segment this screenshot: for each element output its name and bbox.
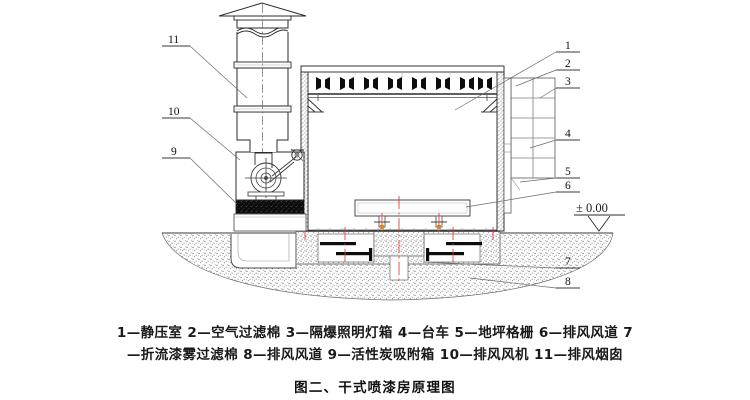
floor-pit-structure bbox=[295, 228, 501, 281]
underground-exhaust-duct bbox=[230, 234, 297, 269]
legend-line-1: 1—静压室 2—空气过滤棉 3—隔爆照明灯箱 4—台车 5—地坪格栅 6—排风风… bbox=[116, 325, 634, 341]
callout-right-5: 5 bbox=[556, 166, 580, 179]
centerlines bbox=[304, 196, 494, 283]
right-callout-labels: 1 2 3 4 5 6 7 bbox=[556, 40, 580, 289]
svg-text:1: 1 bbox=[565, 40, 571, 52]
callout-right-7: 7 bbox=[556, 256, 580, 269]
svg-text:3: 3 bbox=[565, 76, 571, 88]
callout-right-6: 6 bbox=[556, 180, 580, 193]
activated-carbon-box bbox=[233, 199, 307, 232]
callout-left-11: 11 bbox=[162, 34, 190, 47]
figure-title: 图二、干式喷漆房原理图 bbox=[294, 380, 456, 396]
callout-right-1: 1 bbox=[556, 40, 580, 53]
callout-left-9: 9 bbox=[162, 146, 190, 159]
svg-text:6: 6 bbox=[565, 180, 571, 192]
right-callout-leaders bbox=[423, 51, 557, 289]
figure-caption-block: 1—静压室 2—空气过滤棉 3—隔爆照明灯箱 4—台车 5—地坪格栅 6—排风风… bbox=[0, 318, 750, 400]
callout-right-2: 2 bbox=[556, 58, 580, 71]
callout-left-10: 10 bbox=[162, 106, 190, 119]
elevation-marker: ± 0.00 bbox=[574, 201, 625, 232]
svg-text:5: 5 bbox=[565, 166, 571, 178]
svg-text:7: 7 bbox=[565, 256, 571, 268]
legend-line-2: —折流漆雾过滤棉 8—排风风道 9—活性炭吸附箱 10—排风风机 11—排风烟囱 bbox=[126, 347, 624, 363]
left-callout-labels: 11 10 9 bbox=[162, 34, 190, 159]
exhaust-fan-unit bbox=[235, 148, 305, 201]
svg-text:2: 2 bbox=[565, 58, 571, 70]
svg-text:11: 11 bbox=[168, 34, 179, 46]
elevation-value: ± 0.00 bbox=[576, 201, 608, 215]
svg-text:9: 9 bbox=[171, 146, 177, 158]
left-callout-leaders bbox=[189, 45, 248, 205]
callout-right-3: 3 bbox=[556, 76, 580, 89]
corner-brackets bbox=[307, 98, 498, 113]
exhaust-chimney-stack bbox=[218, 2, 307, 152]
svg-text:4: 4 bbox=[565, 128, 571, 140]
explosion-proof-light-row bbox=[316, 77, 492, 90]
exhaust-filter-grid-wall bbox=[503, 77, 556, 214]
spray-booth-diagram: ± 0.00 1 2 3 bbox=[161, 2, 625, 301]
svg-text:8: 8 bbox=[565, 276, 571, 288]
callout-right-8: 8 bbox=[556, 276, 580, 289]
svg-text:10: 10 bbox=[168, 106, 180, 118]
trolley-cart bbox=[354, 199, 471, 229]
callout-right-4: 4 bbox=[556, 128, 580, 141]
